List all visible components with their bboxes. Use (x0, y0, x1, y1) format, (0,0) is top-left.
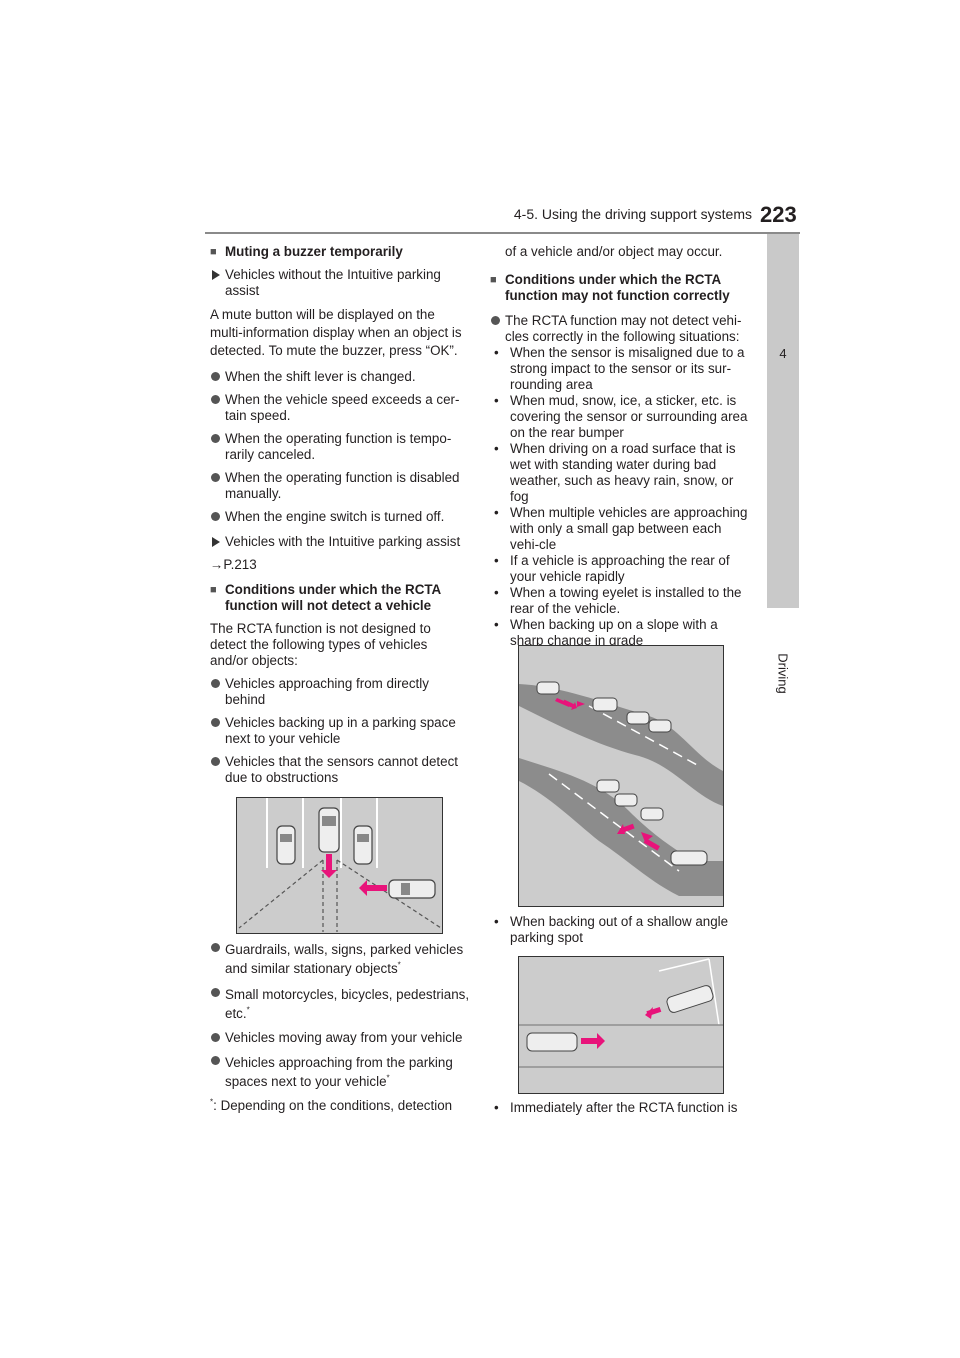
left-column-bottom: Guardrails, walls, signs, parked vehicle… (210, 940, 470, 1114)
page-number: 223 (760, 202, 797, 227)
condition-bullet: When a towing eyelet is installed to the… (490, 585, 750, 617)
not-detected-text: Guardrails, walls, signs, parked vehicle… (225, 942, 464, 976)
not-detected-item: Vehicles approaching from directly behin… (210, 676, 466, 708)
not-detected-item: Guardrails, walls, signs, parked vehicle… (210, 940, 470, 978)
mute-paragraph: A mute button will be displayed on the m… (210, 307, 462, 358)
condition-bullet: When backing up on a slope with a sharp … (490, 617, 750, 649)
section-title: 4-5. Using the driving support systems (513, 206, 752, 222)
heading-rcta-not-detect: Conditions under which the RCTA function… (210, 582, 466, 614)
condition-bullet: When driving on a road surface that is w… (490, 441, 750, 505)
right-column-bottom: Immediately after the RCTA function is (490, 1100, 750, 1116)
rcta-intro-paragraph: The RCTA function is not designed to det… (210, 621, 431, 668)
not-detected-item: Vehicles moving away from your vehicle (210, 1030, 470, 1046)
continued-text: of a vehicle and/or object may occur. (505, 244, 723, 259)
mute-cancel-item: When the engine switch is turned off. (210, 509, 466, 525)
footnote-mark: * (210, 1097, 214, 1107)
heading-muting-buzzer: Muting a buzzer temporarily (210, 244, 466, 260)
mute-cancel-item: When the operating function is disabled … (210, 470, 466, 502)
not-detected-text: Vehicles approaching from the parking sp… (225, 1055, 453, 1089)
not-detected-item: Vehicles approaching from the parking sp… (210, 1053, 470, 1091)
chapter-label-text: Driving (775, 653, 791, 694)
subheading-with-parking-assist: Vehicles with the Intuitive parking assi… (210, 534, 466, 550)
footnote-text: : Depending on the conditions, detection (213, 1098, 453, 1113)
mute-cancel-item: When the vehicle speed exceeds a cer-tai… (210, 392, 466, 424)
rcta-conditions-intro: The RCTA function may not detect vehi-cl… (490, 313, 750, 345)
footnote-mark: * (397, 960, 401, 970)
heading-rcta-not-function: Conditions under which the RCTA function… (490, 272, 750, 304)
parking-obstruction-figure (236, 797, 443, 934)
condition-bullet: Immediately after the RCTA function is (490, 1100, 750, 1116)
shallow-angle-figure (518, 956, 724, 1094)
footnote: *: Depending on the conditions, detectio… (210, 1098, 470, 1114)
subheading-without-parking-assist: Vehicles without the Intuitive parking a… (210, 267, 466, 299)
condition-bullet: When multiple vehicles are approaching w… (490, 505, 750, 553)
not-detected-item: Vehicles backing up in a parking space n… (210, 715, 466, 747)
condition-bullet: If a vehicle is approaching the rear of … (490, 553, 750, 585)
page-reference: →P.213 (210, 557, 257, 572)
chapter-label: Driving (770, 644, 796, 704)
left-column-top: Muting a buzzer temporarily Vehicles wit… (210, 244, 466, 786)
right-column-top: of a vehicle and/or object may occur. Co… (490, 244, 750, 649)
condition-bullet: When backing out of a shallow angle park… (490, 914, 750, 946)
footnote-mark: * (386, 1073, 390, 1083)
condition-bullet: When mud, snow, ice, a sticker, etc. is … (490, 393, 750, 441)
not-detected-item: Small motorcycles, bicycles, pedestrians… (210, 985, 470, 1023)
footnote-mark: * (246, 1005, 250, 1015)
header-divider (205, 232, 800, 234)
slope-figure (518, 645, 724, 907)
condition-bullet: When the sensor is misaligned due to a s… (490, 345, 750, 393)
chapter-number: 4 (779, 346, 787, 361)
right-column-middle: When backing out of a shallow angle park… (490, 914, 750, 946)
not-detected-item: Vehicles that the sensors cannot detect … (210, 754, 466, 786)
mute-cancel-item: When the operating function is tempo-rar… (210, 431, 466, 463)
chapter-tab (767, 234, 799, 608)
not-detected-text: Small motorcycles, bicycles, pedestrians… (225, 987, 470, 1021)
mute-cancel-item: When the shift lever is changed. (210, 369, 466, 385)
